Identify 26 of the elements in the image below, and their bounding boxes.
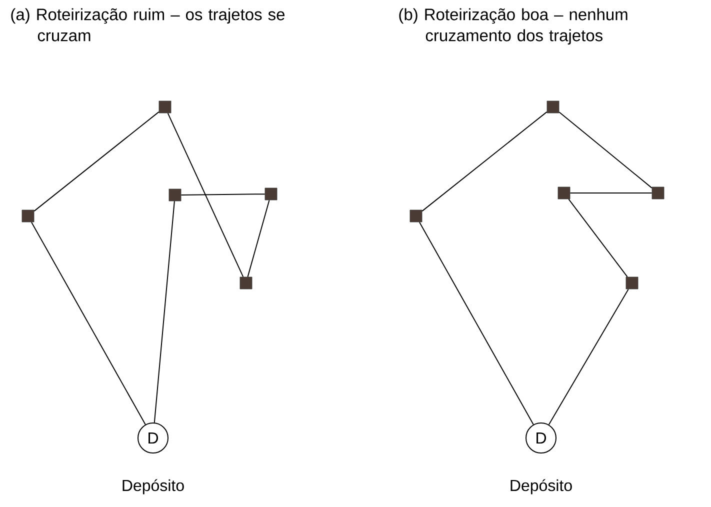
route-line bbox=[180, 194, 266, 196]
route-line bbox=[422, 111, 548, 212]
stop-square bbox=[546, 100, 560, 114]
route-line bbox=[31, 222, 146, 425]
depot-label: Depósito bbox=[122, 479, 184, 494]
stop-square bbox=[652, 186, 664, 200]
depot-label: Depósito bbox=[510, 479, 572, 494]
route-line bbox=[419, 222, 534, 425]
route-line bbox=[34, 111, 160, 212]
stop-square bbox=[240, 276, 252, 290]
panel-title: (a) Roteirização ruim – os trajetos se cruzam bbox=[11, 8, 284, 42]
stop-square bbox=[626, 276, 638, 290]
route-line bbox=[570, 192, 652, 194]
route-line bbox=[558, 112, 652, 188]
panel-title: (b) Roteirização boa – nenhum cruzamento dos trajetos bbox=[399, 8, 628, 45]
stop-square bbox=[558, 186, 570, 200]
stop-square bbox=[22, 210, 34, 222]
stop-square bbox=[158, 100, 172, 114]
route-line bbox=[154, 200, 175, 424]
route-line bbox=[548, 288, 629, 426]
stop-square bbox=[410, 210, 422, 222]
route-line bbox=[247, 200, 270, 278]
route-line bbox=[568, 198, 628, 278]
stop-square bbox=[264, 188, 278, 200]
route-line bbox=[167, 112, 244, 278]
stop-square bbox=[168, 188, 182, 202]
